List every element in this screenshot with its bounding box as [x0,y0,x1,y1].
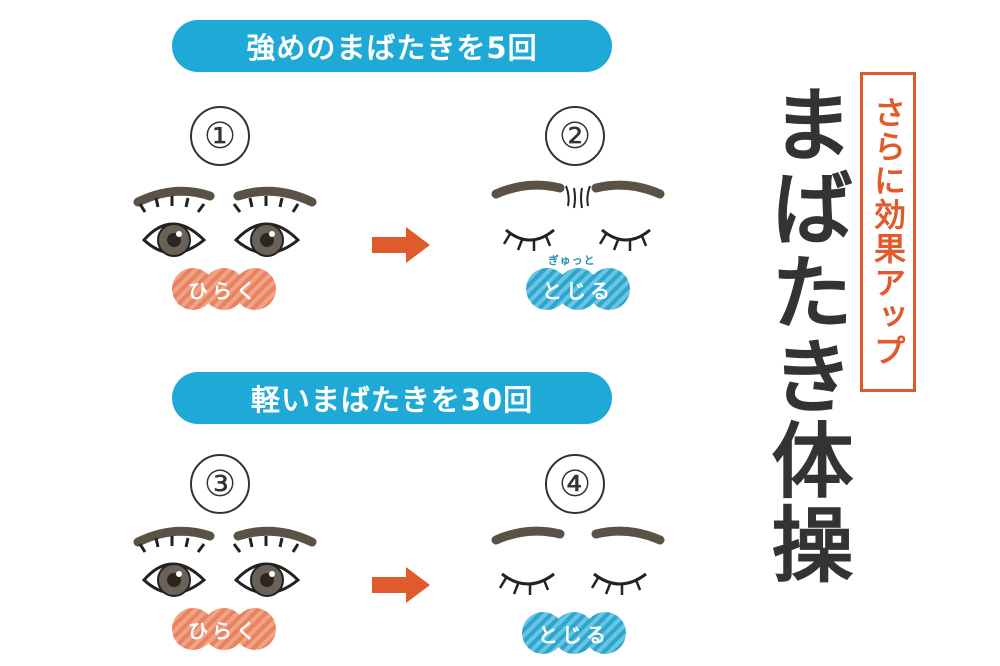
step-2-number: ② [545,106,605,166]
open-label-2: ひらく [188,618,260,643]
section-2-heading: 軽いまばたきを30回 [172,372,612,424]
arrow-right-icon [372,567,430,603]
step-3-number: ③ [190,454,250,514]
close-badge-2 [522,612,626,654]
closed-eyes-face [491,180,665,251]
arrow-right-icon [372,227,430,263]
section-1-heading: 強めのまばたきを5回 [172,20,612,72]
subtitle-box: さらに効果アップ [860,72,916,392]
squeeze-note: ぎゅっと [548,254,596,267]
close-badge-1 [526,268,630,310]
close-label-2: とじる [538,622,610,647]
close-label-1: とじる [542,278,614,303]
open-badge-1 [172,268,276,310]
subtitle: さらに効果アップ [869,96,907,368]
open-label-1: ひらく [188,278,260,303]
step-4-number: ④ [545,454,605,514]
open-eyes-face [133,526,317,597]
open-eyes-face [133,186,317,257]
closed-eyes-face [491,526,665,595]
open-badge-2 [172,608,276,650]
step-1-number: ① [190,106,250,166]
page-title: まばたき体操 [757,82,853,586]
